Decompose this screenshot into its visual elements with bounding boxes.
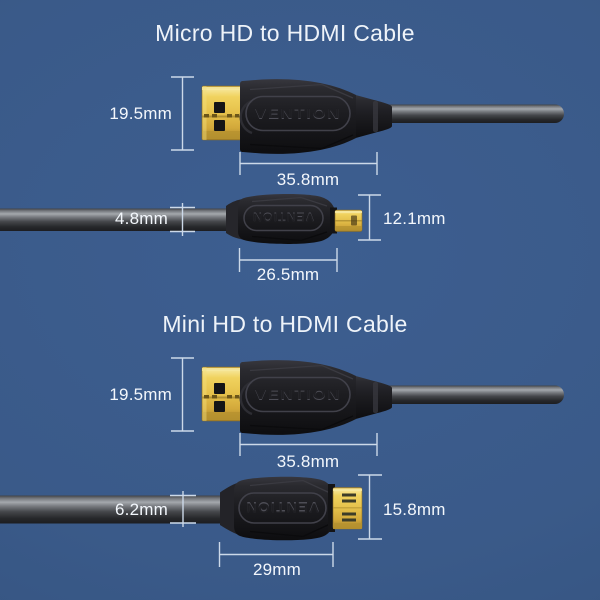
micro-connector-body [238,194,336,244]
measure-label-micro-width: 26.5mm [256,265,320,284]
measure-label-hdmi-height-2: 19.5mm [109,385,172,404]
mini-connector-assembly: VENTION VENTION [0,474,382,567]
measure-label-hdmi-width: 35.8mm [276,170,340,189]
hdmi-connector-micro-section [169,75,566,177]
section-title-micro: Micro HD to HDMI Cable [155,20,415,46]
brand-text-mirrored: VENTION [252,210,314,224]
measure-label-hdmi-width-2: 35.8mm [276,452,340,471]
brand-text-bevel: VENTION [255,106,341,123]
micro-connector-assembly: VENTION VENTION [0,194,381,272]
measure-label-hdmi-height: 19.5mm [109,104,172,123]
brand-text-bevel-mirrored: VENTION [252,209,314,223]
brand-stadium-outline [238,492,327,524]
measure-label-micro-cable-diameter: 4.8mm [115,209,168,228]
mini-measurements [170,474,382,567]
measure-label-micro-height: 12.1mm [383,209,446,228]
brand-text-mirrored: VENTION [245,500,319,515]
micro-cable [0,208,236,231]
measure-label-mini-width: 29mm [252,560,302,579]
hdmi-connector-mini-section [169,356,566,458]
section-title-mini: Mini HD to HDMI Cable [162,311,408,337]
brand-text-bevel: VENTION [255,387,341,404]
brand-stadium-outline [243,204,324,232]
measure-label-mini-height: 15.8mm [383,500,446,519]
mini-plug [332,487,363,530]
micro-measurements [170,194,381,272]
brand-text-bevel-mirrored: VENTION [245,499,319,514]
micro-plug [334,209,363,232]
brand-text: VENTION [255,105,341,122]
brand-text: VENTION [255,386,341,403]
mini-cable [0,495,230,524]
measure-label-mini-cable-diameter: 6.2mm [115,500,168,519]
